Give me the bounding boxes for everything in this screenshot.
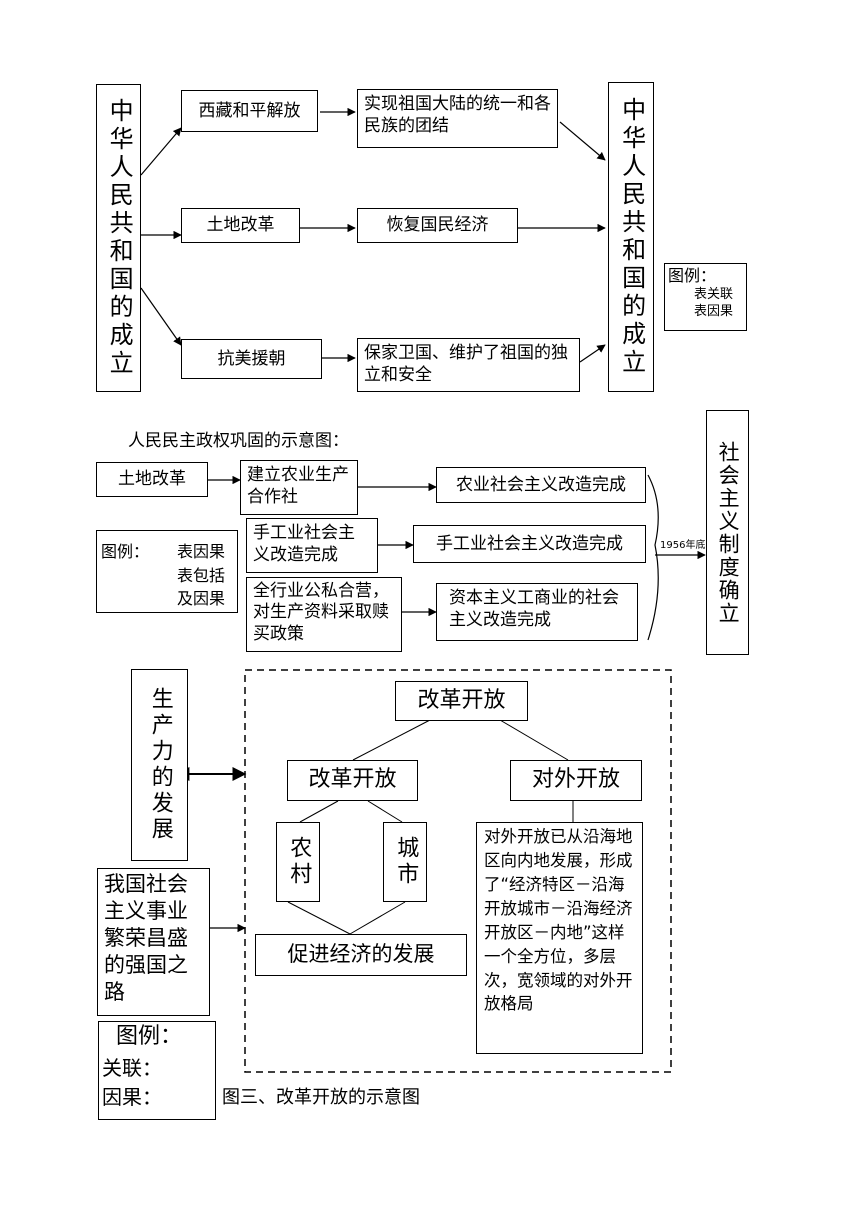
security-result-box: 保家卫国、维护了祖国的独立和安全 xyxy=(357,338,580,392)
reform-box: 改革开放 xyxy=(287,760,418,801)
legend-1: 图例： 表关联 表因果 xyxy=(664,263,747,331)
socialist-system-box: 社会主义制度确立 xyxy=(706,410,749,655)
handicraft-result-box: 手工业社会主义改造完成 xyxy=(413,525,646,563)
legend2-cause-label: 表因果 xyxy=(177,542,226,561)
diagram2-caption: 人民民主政权巩固的示意图： xyxy=(128,431,349,451)
legend-2: 图例： 表因果 表包括 及因果 xyxy=(96,530,238,613)
legend3-cause-label: 因果： xyxy=(102,1084,162,1109)
link-reform-to-rural xyxy=(299,800,339,823)
legend1-cause-label: 表因果 xyxy=(694,303,734,319)
land-reform-box-2: 土地改革 xyxy=(96,462,208,497)
brace-1956 xyxy=(647,474,659,641)
arrow-security-to-founding xyxy=(579,344,606,363)
strong-nation-road-box: 我国社会主义事业繁荣昌盛的强国之路 xyxy=(97,868,210,1016)
tibet-liberation-box: 西藏和平解放 xyxy=(181,90,318,132)
agri-transform-box: 农业社会主义改造完成 xyxy=(436,467,646,503)
resist-us-aid-korea-box: 抗美援朝 xyxy=(181,339,322,379)
handicraft-step-box: 手工业社会主义改造完成 xyxy=(246,518,378,573)
capitalist-transform-box: 资本主义工商业的社会主义改造完成 xyxy=(436,583,638,641)
reform-dashed-frame xyxy=(244,669,672,1073)
founding-prc-right-box: 中华人民共和国的成立 xyxy=(608,82,654,392)
productivity-box: 生产力的发展 xyxy=(131,669,188,861)
city-box: 城市 xyxy=(383,822,427,902)
legend3-title: 图例： xyxy=(116,1024,183,1049)
reform-top-box: 改革开放 xyxy=(395,681,528,721)
link-city-to-economy xyxy=(349,901,406,935)
rural-box: 农村 xyxy=(276,822,320,902)
opening-box: 对外开放 xyxy=(510,760,642,801)
unity-result-box: 实现祖国大陆的统一和各民族的团结 xyxy=(357,89,558,148)
coop-box: 建立农业生产合作社 xyxy=(240,460,358,515)
economy-recovery-box: 恢复国民经济 xyxy=(357,208,518,243)
link-reform-to-city xyxy=(367,800,403,823)
economy-development-box: 促进经济的发展 xyxy=(255,934,467,976)
founding-prc-left-box: 中华人民共和国的成立 xyxy=(96,84,141,392)
legend2-title: 图例： xyxy=(101,542,150,561)
link-top-to-open xyxy=(499,719,569,761)
legend1-title: 图例： xyxy=(668,266,717,285)
opening-description-box: 对外开放已从沿海地区向内地发展，形成了“经济特区－沿海开放城市－沿海经济开放区－… xyxy=(476,822,643,1054)
legend3-relation-label: 关联： xyxy=(102,1055,162,1080)
arrow-unity-to-founding xyxy=(559,121,606,161)
arrow-founding-to-korea xyxy=(140,287,182,346)
legend1-relation-label: 表关联 xyxy=(694,286,734,302)
link-top-to-reform xyxy=(352,719,431,761)
diagram3-caption: 图三、改革开放的示意图 xyxy=(222,1087,420,1108)
legend-3: 图例： 关联： 因果： xyxy=(98,1021,216,1120)
legend2-include-label: 表包括 xyxy=(177,566,226,585)
public-private-box: 全行业公私合营，对生产资料采取赎买政策 xyxy=(246,577,402,652)
land-reform-box: 土地改革 xyxy=(181,208,300,243)
year-1956-label: 1956年底 xyxy=(660,540,706,551)
legend2-include2-label: 及因果 xyxy=(177,589,226,608)
link-rural-to-economy xyxy=(287,901,351,935)
arrow-founding-to-tibet xyxy=(140,127,182,176)
